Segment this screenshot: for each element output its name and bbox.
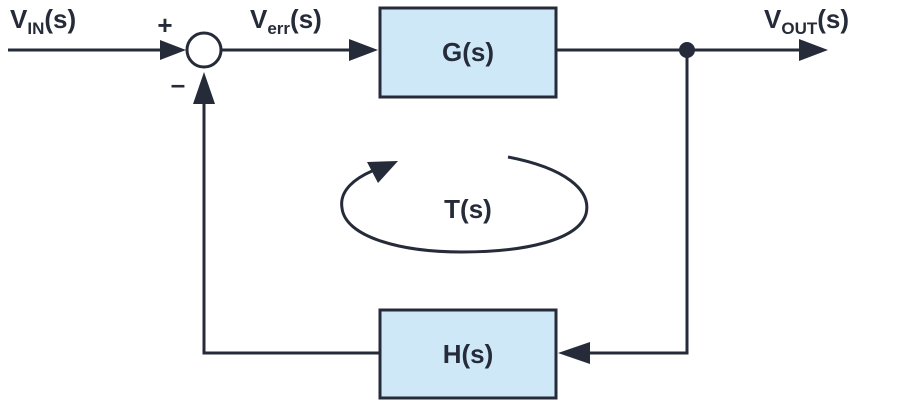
feedback-block-label: H(s) [443,339,494,369]
minus-sign: – [171,69,185,99]
feedback-wire-left [202,100,380,355]
feedback-junction-arrow-head [193,72,215,104]
loop-gain-label: T(s) [444,194,492,224]
plus-sign: + [157,10,172,40]
output-arrow-head [799,39,828,61]
vout-label: VOUT(s) [764,4,849,38]
summing-junction [185,31,223,69]
verr-label: Verr(s) [250,4,322,38]
forward-block-g [378,6,558,99]
feedback-wire-right [590,50,689,355]
feedback-block-h [378,308,558,400]
vin-label: VIN(s) [10,4,76,38]
loop-gain-arc [340,155,589,254]
forward-block-label: G(s) [442,37,494,67]
error-arrow-head [349,39,378,61]
input-arrow-head [160,40,186,60]
loop-gain-arrow-head [367,161,398,183]
feedback-arrow-head [558,342,590,364]
